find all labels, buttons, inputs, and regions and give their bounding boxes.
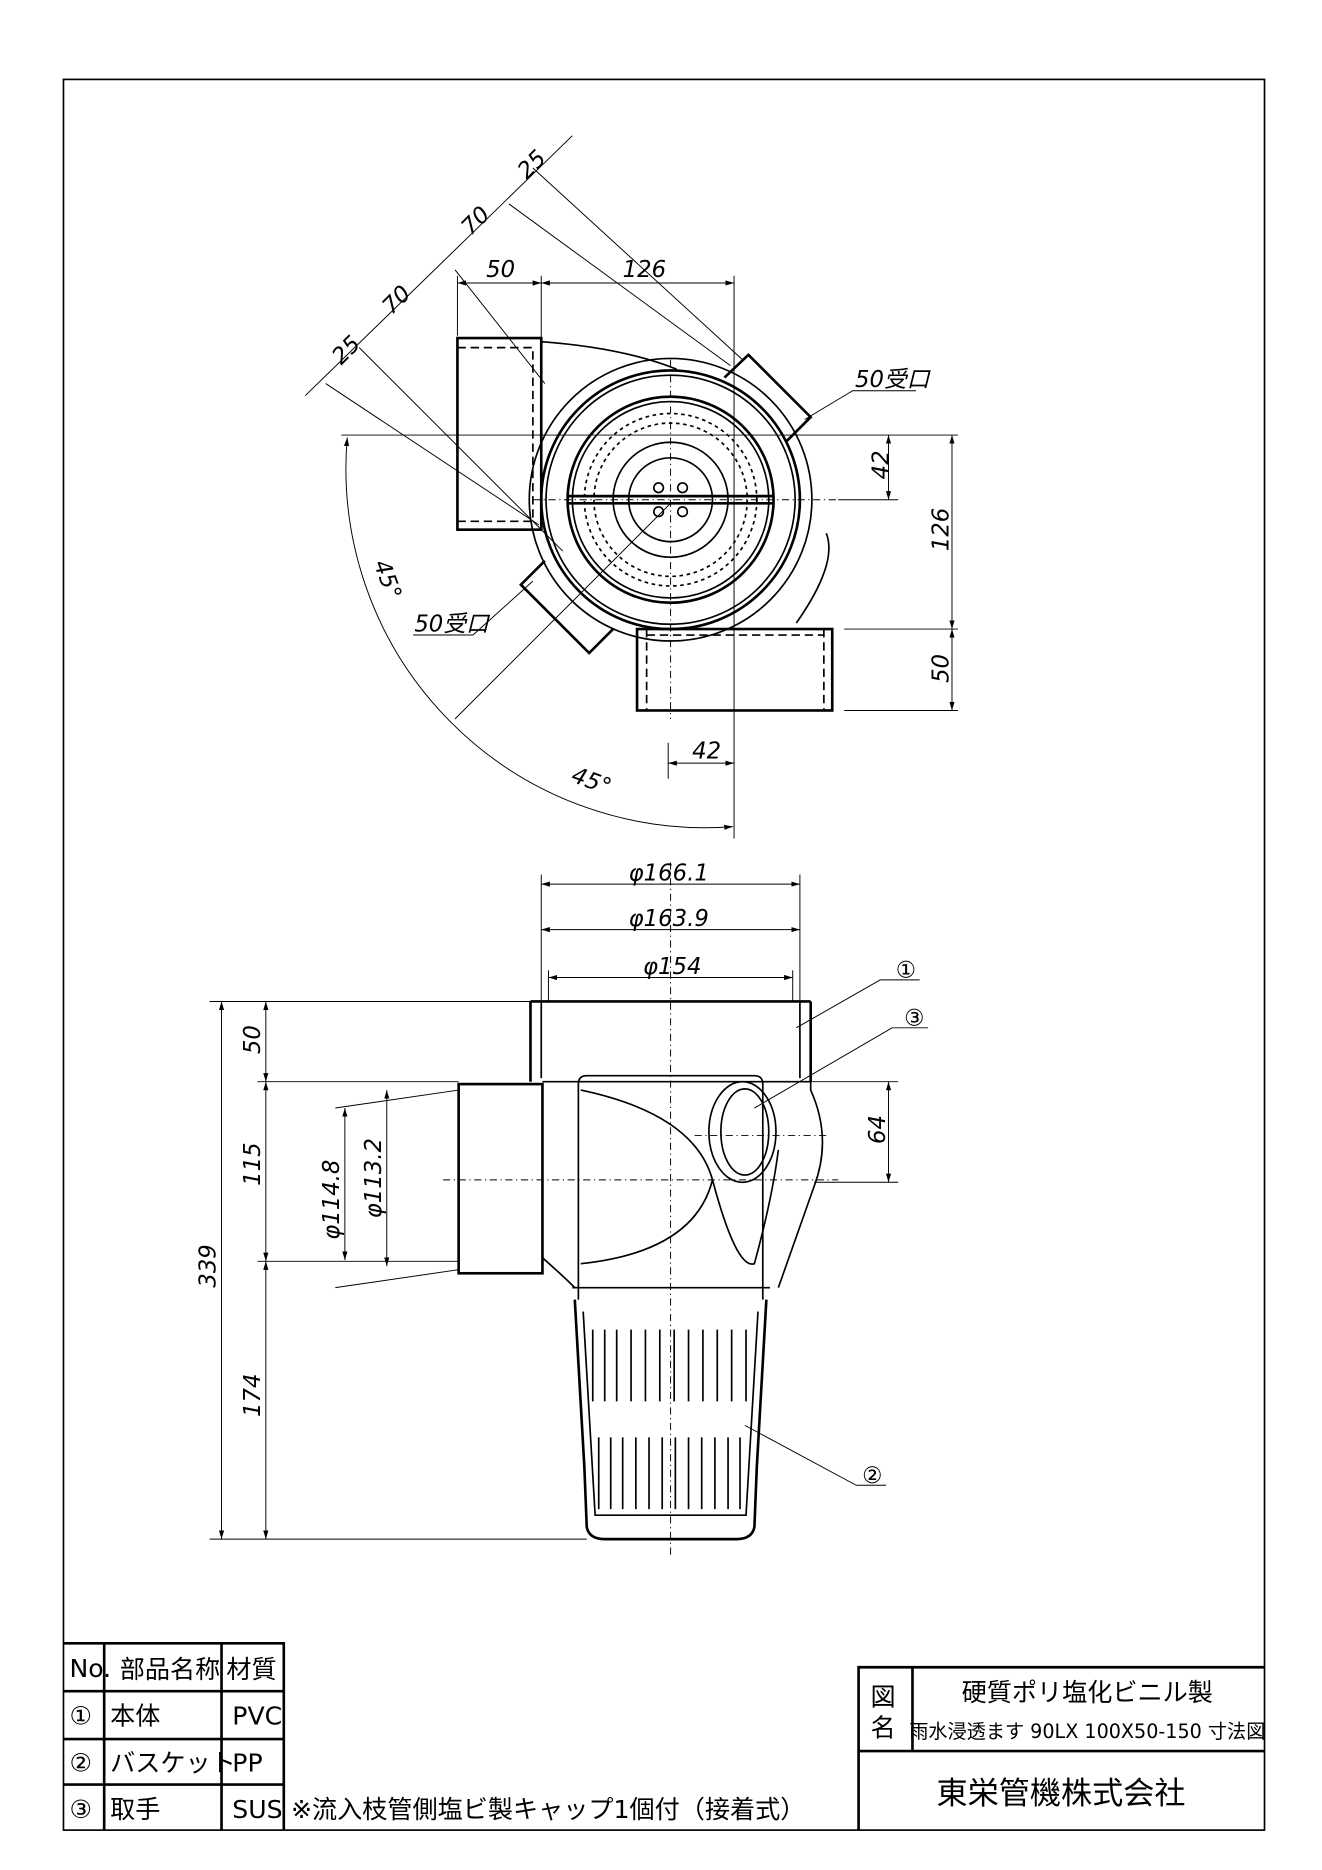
row-2-no: ② <box>69 1748 92 1777</box>
row-2-material: PP <box>232 1748 262 1777</box>
title-line-2: 雨水浸透ます 90LX 100X50-150 寸法図 <box>909 1720 1265 1743</box>
dim-126-top: 126 <box>623 257 666 283</box>
dim-50-front: 50 <box>240 1025 266 1054</box>
title-block: 図 名 硬質ポリ塩化ビニル製 雨水浸透ます 90LX 100X50-150 寸法… <box>857 1665 1265 1831</box>
row-3-material: SUS <box>232 1795 282 1824</box>
dim-42-bottom: 42 <box>692 738 721 764</box>
header-no: No. <box>69 1654 111 1683</box>
callout-2: ② <box>862 1463 882 1489</box>
dim-174: 174 <box>240 1374 266 1417</box>
dim-64: 64 <box>865 1115 891 1144</box>
dim-25-b: 25 <box>513 145 552 184</box>
drawing-frame <box>62 78 1266 1831</box>
dim-50-top: 50 <box>486 257 515 283</box>
row-1-name: 本体 <box>110 1702 160 1731</box>
dim-115: 115 <box>240 1142 266 1185</box>
title-line-1: 硬質ポリ塩化ビニル製 <box>962 1678 1213 1707</box>
dim-126-right: 126 <box>928 508 954 551</box>
dim-25-a: 25 <box>327 331 366 370</box>
row-3-no: ③ <box>69 1795 92 1824</box>
angle-45-b: 45° <box>568 762 615 800</box>
angle-45-a: 45° <box>368 556 406 603</box>
row-3-name: 取手 <box>110 1795 160 1824</box>
dim-50-right: 50 <box>928 654 954 683</box>
header-part-name: 部品名称 <box>120 1655 221 1684</box>
dim-70-b: 70 <box>456 202 495 241</box>
dim-42-right: 42 <box>869 450 895 479</box>
row-1-no: ① <box>69 1702 92 1731</box>
dim-phi-166-1: φ166.1 <box>629 861 709 887</box>
dim-339: 339 <box>196 1244 222 1287</box>
header-material: 材質 <box>226 1655 276 1684</box>
row-1-material: PVC <box>232 1702 282 1731</box>
dim-phi-163-9: φ163.9 <box>629 906 709 932</box>
dim-phi-114-8: φ114.8 <box>319 1160 345 1240</box>
label-socket-upper: 50受口 <box>855 367 932 393</box>
basket-slots <box>591 1329 747 1510</box>
callout-1: ① <box>896 958 916 984</box>
row-2-name: バスケット <box>110 1748 236 1777</box>
title-label-1: 図 <box>871 1683 896 1712</box>
top-view: 50 126 42 126 50 42 25 70 70 25 45° 45° … <box>305 135 958 839</box>
dim-phi-154: φ154 <box>643 954 701 980</box>
parts-table: No. 部品名称 材質 ① 本体 PVC ② バスケット PP ③ 取手 SUS… <box>63 1641 805 1831</box>
front-view: φ166.1 φ163.9 φ154 339 50 115 174 φ114.8… <box>196 861 929 1558</box>
label-socket-lower: 50受口 <box>414 611 491 637</box>
company-name: 東栄管機株式会社 <box>936 1776 1185 1812</box>
title-label-2: 名 <box>871 1714 896 1743</box>
dim-phi-113-2: φ113.2 <box>361 1138 387 1218</box>
dim-70-a: 70 <box>377 281 416 320</box>
parts-note: ※流入枝管側塩ビ製キャップ1個付（接着式） <box>291 1795 805 1824</box>
callout-3: ③ <box>904 1005 924 1031</box>
